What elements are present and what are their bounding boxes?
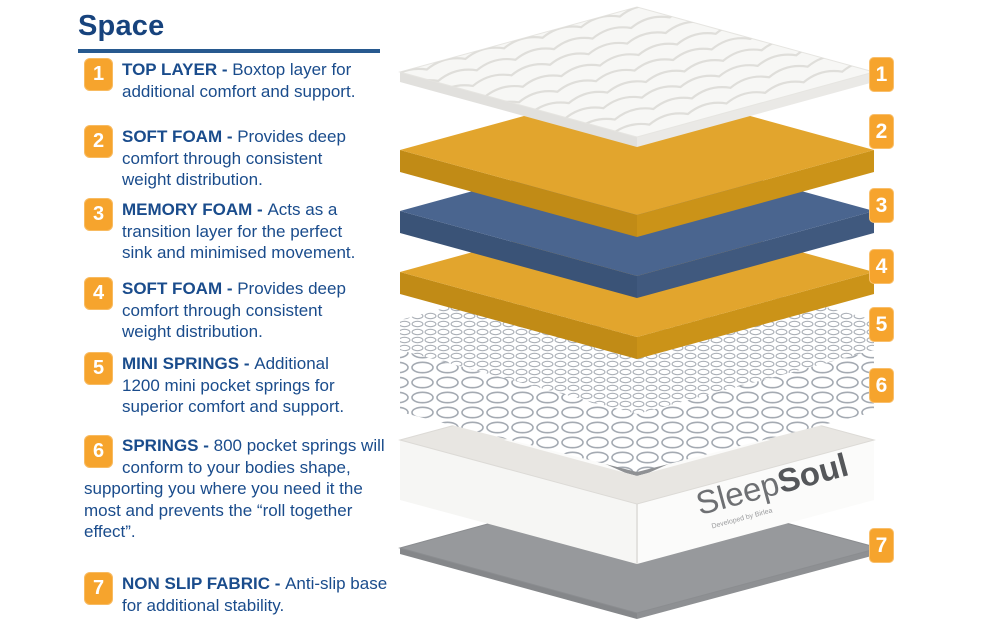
legend-item-6: 6 SPRINGS - 800 pocket springs will conf… [84,435,396,543]
title-divider [78,49,380,53]
legend-item-4: 4 SOFT FOAM - Provides deep comfort thro… [84,277,350,343]
layer-description-3: Acts as a transition layer for the perfe… [122,200,356,262]
layer-description-6: 800 pocket springs will conform to your … [84,436,385,541]
legend-number-badge-5: 5 [84,352,113,385]
legend-number-badge-7: 7 [84,572,113,605]
legend-number-badge-3: 3 [84,198,113,231]
legend-text-4: SOFT FOAM - Provides deep comfort throug… [122,277,350,343]
layer-label-7: NON SLIP FABRIC - [122,574,286,593]
legend-text-2: SOFT FOAM - Provides deep comfort throug… [122,125,350,191]
diagram-badge-2: 2 [869,114,894,149]
legend-text-3: MEMORY FOAM - Acts as a transition layer… [122,198,374,264]
legend-number-badge-2: 2 [84,125,113,158]
legend-text-7: NON SLIP FABRIC - Anti-slip base for add… [122,572,392,616]
legend-number-badge-1: 1 [84,58,113,91]
layer-label-3: MEMORY FOAM - [122,200,268,219]
diagram-badge-6: 6 [869,368,894,403]
layer-label-2: SOFT FOAM - [122,127,238,146]
legend-item-7: 7 NON SLIP FABRIC - Anti-slip base for a… [84,572,392,616]
legend-number-badge-6: 6 [84,435,113,468]
layer-2-soft-foam [400,85,874,237]
legend-item-1: 1 TOP LAYER - Boxtop layer for additiona… [84,58,387,102]
legend-item-2: 2 SOFT FOAM - Provides deep comfort thro… [84,125,350,191]
legend-item-3: 3 MEMORY FOAM - Acts as a transition lay… [84,198,374,264]
title-block: Space [78,10,380,53]
diagram-badge-5: 5 [869,307,894,342]
diagram-badge-4: 4 [869,249,894,284]
layer-label-1: TOP LAYER - [122,60,233,79]
layer-description-4: Provides deep comfort through consistent… [122,279,346,341]
legend-item-5: 5 MINI SPRINGS - Additional 1200 mini po… [84,352,364,418]
diagram-badge-3: 3 [869,188,894,223]
legend-number-badge-4: 4 [84,277,113,310]
mattress-diagram: SleepSoul Developed by Birlea [398,6,881,619]
page-title: Space [78,10,165,42]
layer-description-1: Boxtop layer for additional comfort and … [122,60,356,101]
layer-description-5: Additional 1200 mini pocket springs for … [122,354,345,416]
diagram-badge-1: 1 [869,57,894,92]
diagram-badge-7: 7 [869,528,894,563]
layer-description-2: Provides deep comfort through consistent… [122,127,346,189]
legend-text-5: MINI SPRINGS - Additional 1200 mini pock… [122,352,364,418]
layer-label-6: SPRINGS - [122,436,214,455]
layer-label-4: SOFT FOAM - [122,279,238,298]
legend-text-1: TOP LAYER - Boxtop layer for additional … [122,58,387,102]
layer-description-7: Anti-slip base for additional stability. [122,574,388,615]
layer-label-5: MINI SPRINGS - [122,354,255,373]
